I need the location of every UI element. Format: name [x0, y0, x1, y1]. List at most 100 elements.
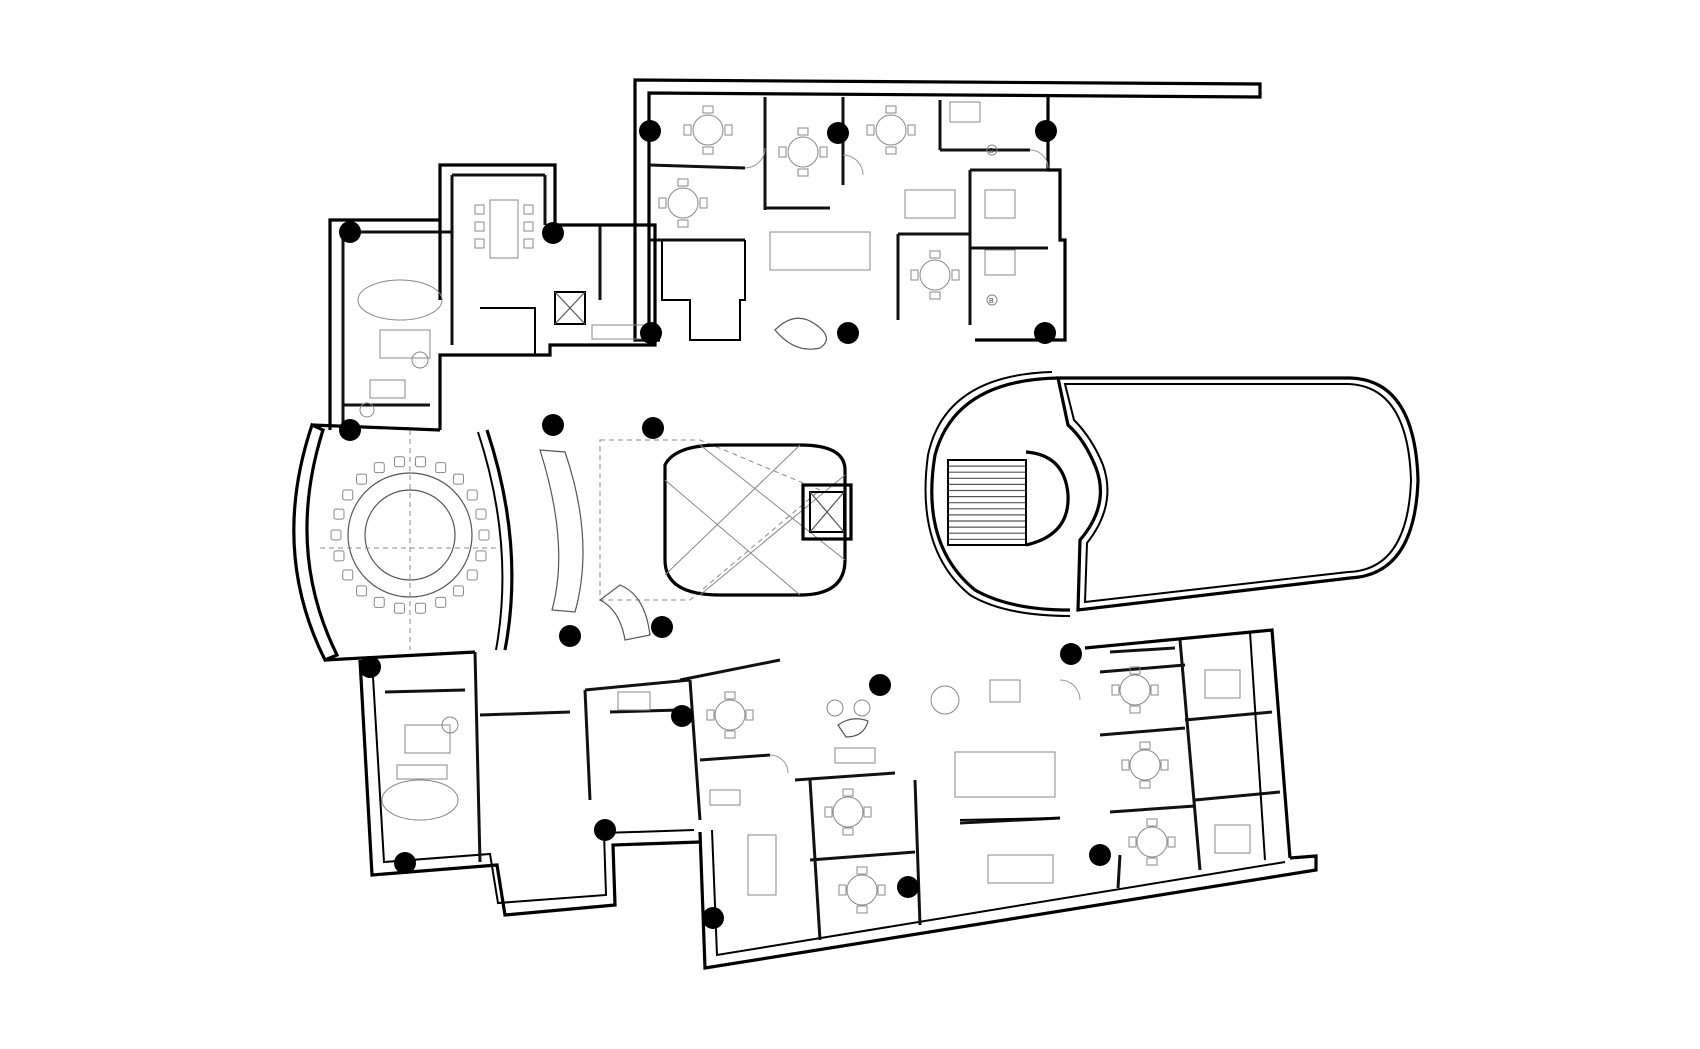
lounge-seat [598, 584, 651, 641]
lounge-table [989, 679, 1021, 703]
structural-columns [339, 120, 1111, 929]
partition [699, 753, 771, 762]
partition [583, 689, 592, 801]
door-swing [744, 147, 766, 169]
round-table-chairs [330, 456, 490, 614]
north-wing-outer-wall [633, 78, 1262, 342]
oval-table [381, 779, 459, 821]
column [702, 907, 724, 929]
partition [1109, 804, 1196, 814]
side-table [826, 699, 844, 717]
curved-wall-inner [477, 431, 504, 651]
table-set [838, 866, 886, 914]
chair [373, 462, 385, 474]
partition [1116, 854, 1122, 889]
column [1034, 322, 1056, 344]
table-set [658, 178, 708, 228]
round-conference [292, 422, 514, 663]
desk [984, 249, 1016, 276]
table-set [910, 250, 960, 300]
column [359, 656, 381, 678]
desk [949, 101, 981, 123]
desk [1204, 669, 1241, 699]
stair-core-north [661, 240, 746, 341]
partition [679, 658, 781, 682]
chair [415, 456, 427, 468]
partition [609, 708, 681, 714]
door-swing [1029, 149, 1049, 169]
desk [404, 724, 451, 754]
central-lobby [539, 439, 853, 641]
round-table-inner [364, 489, 456, 581]
door-swing [1059, 679, 1081, 701]
stair-flight [947, 459, 1027, 546]
window-wall [1249, 631, 1266, 861]
column [639, 120, 661, 142]
ramp-outer [1056, 376, 1420, 612]
column [651, 616, 673, 638]
column [1035, 120, 1057, 142]
partition [384, 688, 466, 694]
column [671, 705, 693, 727]
column [837, 322, 859, 344]
chair [356, 473, 368, 485]
west-office-wall [328, 218, 440, 430]
column [642, 417, 664, 439]
table-set [1111, 666, 1159, 714]
chair [333, 508, 345, 520]
column [640, 322, 662, 344]
reception-desk [539, 449, 584, 613]
elevator-shaft [801, 483, 853, 541]
elevator-car [809, 491, 845, 533]
partition [809, 850, 916, 862]
desk [1214, 824, 1251, 854]
chair [475, 550, 487, 562]
column [339, 221, 361, 243]
table-set [866, 105, 916, 155]
column [897, 876, 919, 898]
column [1089, 844, 1111, 866]
void-cross [664, 444, 801, 576]
meeting-table [987, 854, 1054, 884]
column [394, 852, 416, 874]
south-outer-wall [698, 831, 1318, 970]
column [1060, 643, 1082, 665]
table-set [706, 691, 754, 739]
column [594, 819, 616, 841]
chairs [474, 204, 534, 249]
column [542, 414, 564, 436]
chair [393, 456, 405, 468]
southwest-outer-wall [358, 659, 701, 917]
chair [475, 508, 487, 520]
ramp-inner [1063, 383, 1413, 604]
partition [648, 163, 746, 170]
atrium-void [663, 443, 847, 597]
partition [473, 651, 482, 863]
sofa [369, 379, 406, 399]
partition [480, 307, 536, 355]
west-upper-outer-wall [438, 163, 657, 430]
toilet [359, 402, 375, 418]
column [339, 419, 361, 441]
oval-table [357, 279, 443, 321]
canopy-outline [599, 439, 821, 601]
table-set [824, 788, 872, 836]
side-table [441, 716, 459, 734]
column [542, 222, 564, 244]
table-set [683, 105, 733, 155]
room-mark: B [989, 148, 994, 155]
chair [393, 602, 405, 614]
door-swing [842, 154, 864, 176]
room-mark-circle [986, 294, 998, 306]
round-table [930, 685, 960, 715]
partition [688, 679, 702, 821]
column [869, 674, 891, 696]
curved-wall [485, 429, 514, 651]
partition [913, 779, 922, 926]
sofa [834, 747, 876, 764]
chair [466, 489, 478, 501]
meeting-table [904, 189, 956, 219]
workstation [769, 231, 871, 271]
southwest-inner-wall [371, 659, 695, 905]
